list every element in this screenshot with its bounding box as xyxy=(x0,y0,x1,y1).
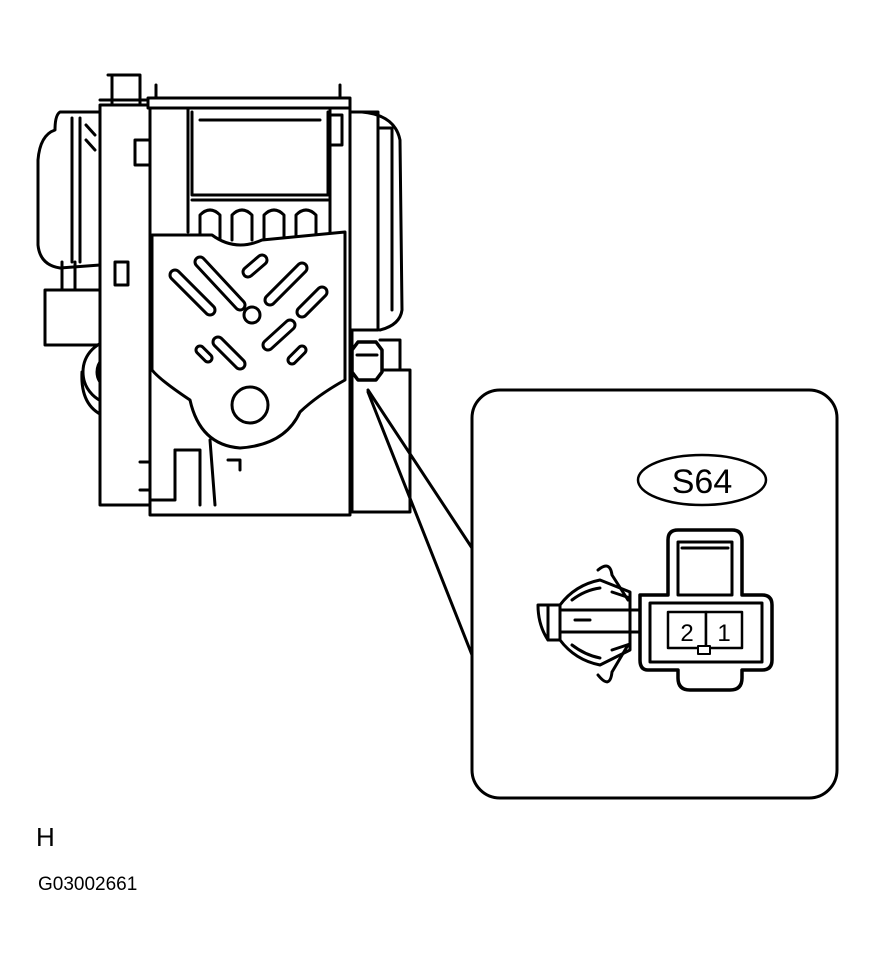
callout-leader-lines xyxy=(366,388,474,657)
connector-location-marker xyxy=(350,340,384,382)
figure-code: G03002661 xyxy=(38,874,138,895)
pin-cavity-2 xyxy=(666,610,708,650)
pin-cavity-1 xyxy=(704,610,744,650)
connector-code-label: S64 xyxy=(672,463,733,501)
connector-face-drawing xyxy=(536,528,774,692)
pin-label-1: 1 xyxy=(717,620,730,647)
actuator-assembly xyxy=(36,73,412,517)
connector-code-oval xyxy=(636,453,768,507)
view-letter: H xyxy=(36,822,55,852)
pin-label-2: 2 xyxy=(680,620,693,647)
